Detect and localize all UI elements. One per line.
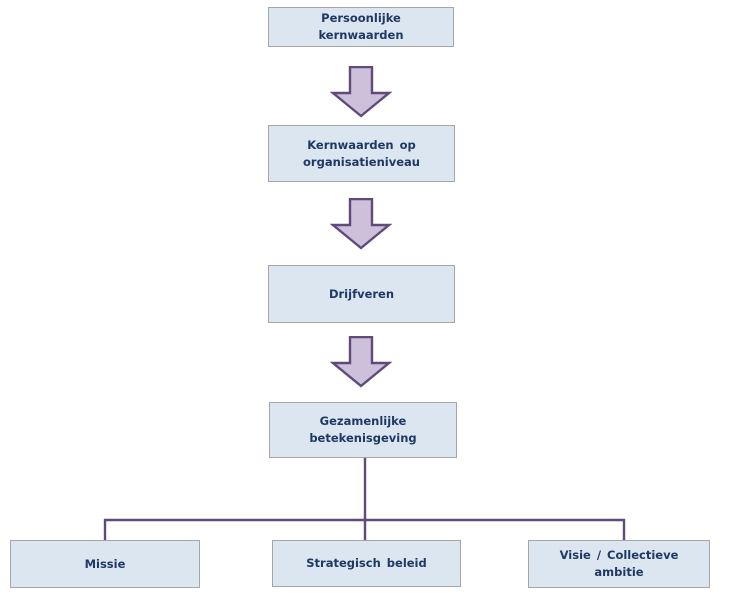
node-label: Drijfveren: [328, 286, 395, 301]
node-label: Persoonlijke kernwaarden: [318, 11, 404, 42]
node-kernwaarden-op-organisatieniveau: Kernwaarden op organisatieniveau: [268, 125, 455, 182]
node-persoonlijke-kernwaarden: Persoonlijke kernwaarden: [268, 7, 454, 47]
node-missie: Missie: [10, 540, 200, 588]
node-label: Gezamenlijke betekenisgeving: [309, 414, 417, 445]
node-visie-collectieve-ambitie: Visie / Collectieve ambitie: [528, 540, 710, 588]
down-arrow-icon: [330, 336, 392, 388]
node-strategisch-beleid: Strategisch beleid: [272, 540, 461, 587]
down-arrow-icon: [330, 198, 392, 250]
down-arrow-icon: [330, 66, 392, 118]
node-label: Missie: [84, 556, 126, 571]
node-gezamenlijke-betekenisgeving: Gezamenlijke betekenisgeving: [269, 402, 457, 458]
node-label: Strategisch beleid: [306, 556, 427, 571]
node-drijfveren: Drijfveren: [268, 265, 455, 323]
node-label: Kernwaarden op organisatieniveau: [303, 137, 420, 169]
node-label: Visie / Collectieve ambitie: [559, 548, 679, 579]
